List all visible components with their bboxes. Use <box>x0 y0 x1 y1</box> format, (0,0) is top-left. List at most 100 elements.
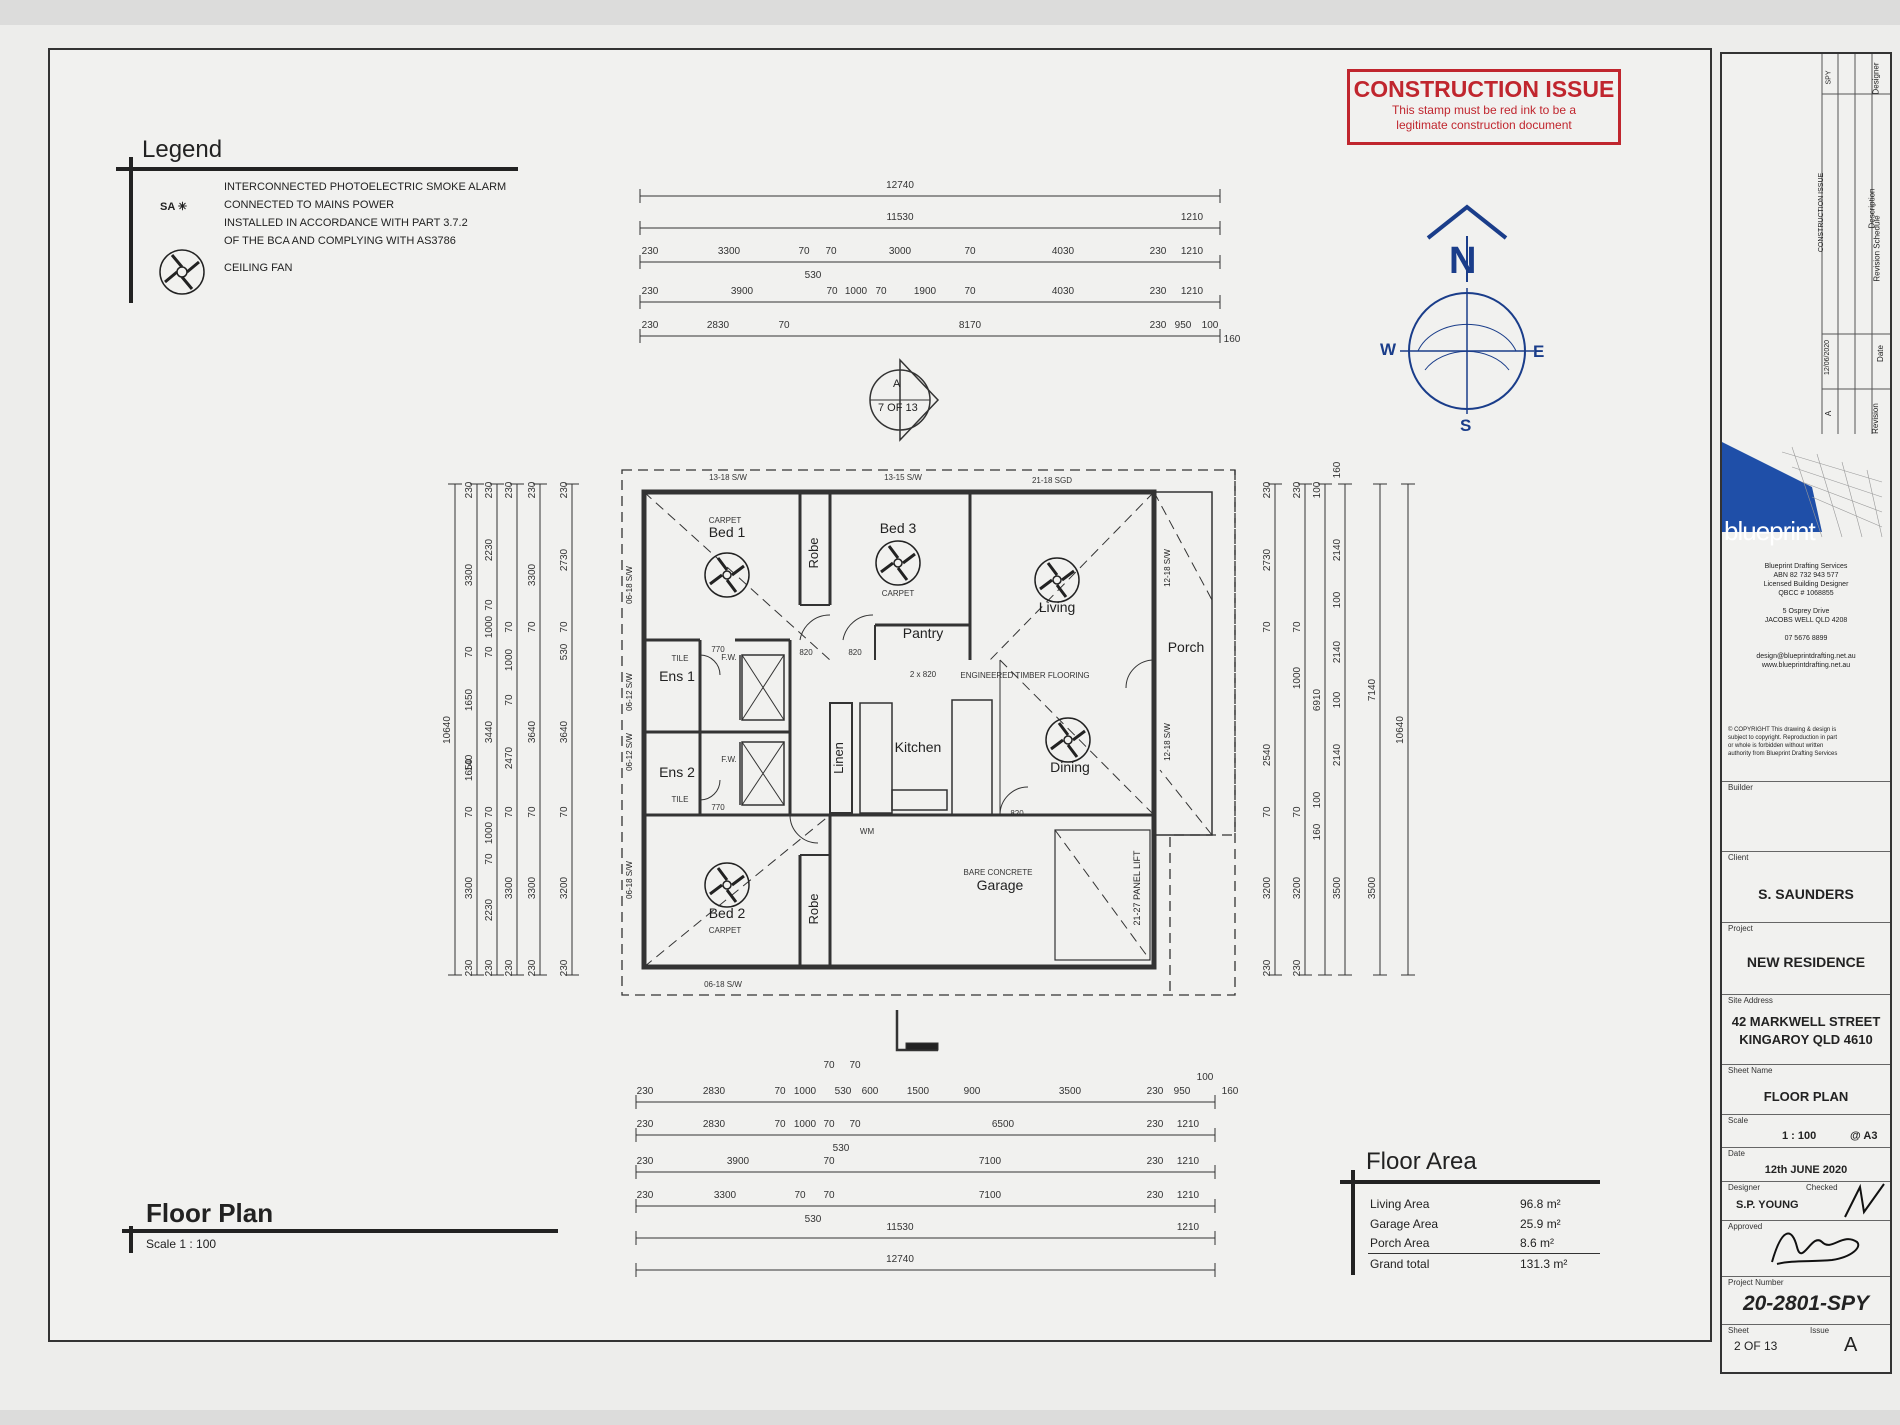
plan-note: Robe <box>806 893 821 924</box>
issue-caption: Issue <box>1810 1326 1830 1335</box>
stamp-title: CONSTRUCTION ISSUE <box>1353 76 1615 102</box>
room-label: Kitchen <box>895 739 942 755</box>
floor-area-label: Grand total <box>1370 1256 1430 1271</box>
company-line: www.blueprintdrafting.net.au <box>1761 662 1851 669</box>
dimension-label: 70 <box>778 320 790 331</box>
dimension-label: 230 <box>637 1119 654 1130</box>
dimension-label: 11530 <box>886 212 914 223</box>
project-row <box>1722 922 1890 923</box>
dimension-label: 950 <box>1174 1086 1191 1097</box>
copyright-line: subject to copyright. Reproduction in pa… <box>1728 735 1838 741</box>
dimension-label: 10640 <box>442 716 453 744</box>
dimension-label: 70 <box>826 286 838 297</box>
room-label: Dining <box>1050 759 1090 775</box>
dimension-label: 70 <box>774 1119 786 1130</box>
dimension-label: 70 <box>559 806 570 818</box>
ceiling-fan-icon <box>159 249 205 295</box>
dimension-label: 100 <box>1312 791 1323 808</box>
brand-name: blueprint <box>1724 516 1816 546</box>
rev-header-date: Date <box>1875 345 1885 362</box>
dimension-label: 3300 <box>718 246 741 257</box>
dimension-label: 4030 <box>1052 246 1075 257</box>
site-address-line1: 42 MARKWELL STREET <box>1731 1014 1881 1029</box>
dimension-label: 230 <box>642 246 659 257</box>
floor-area-label: Garage Area <box>1370 1216 1439 1231</box>
plan-note: 06-12 S/W <box>625 733 634 771</box>
compass-north: N <box>1449 240 1477 282</box>
dimension-label: 3500 <box>1367 876 1378 899</box>
company-line: 5 Osprey Drive <box>1782 608 1830 615</box>
rev-row-designer: SPY <box>1825 70 1833 85</box>
dimension-label: 530 <box>833 1143 850 1154</box>
date-caption: Date <box>1728 1149 1745 1158</box>
rev-row-description: CONSTRUCTION ISSUE <box>1818 172 1826 253</box>
plan-note: 21-27 PANEL LIFT <box>1132 850 1142 926</box>
checked-caption: Checked <box>1806 1183 1838 1192</box>
floor-area-value: 25.9 m² <box>1520 1216 1561 1231</box>
dimension-label: 600 <box>862 1086 879 1097</box>
dimension-label: 2140 <box>1332 538 1343 561</box>
company-line: JACOBS WELL QLD 4208 <box>1764 617 1848 624</box>
blueprint-logo <box>1722 442 1883 538</box>
dimension-label: 230 <box>559 959 570 976</box>
dimension-label: 1000 <box>845 286 868 297</box>
revision-schedule <box>1821 54 1890 434</box>
dimension-label: 70 <box>964 286 976 297</box>
dimension-label: 3300 <box>464 563 475 586</box>
dimension-label: 230 <box>1262 959 1273 976</box>
room-label: Ens 2 <box>659 764 695 780</box>
dimension-label: 2830 <box>703 1086 726 1097</box>
copyright-line: or whole is forbidden without written <box>1728 743 1824 749</box>
section-letter: A <box>893 378 901 390</box>
dimension-label: 70 <box>849 1119 861 1130</box>
plan-note: CARPET <box>882 589 915 598</box>
dimension-label: 70 <box>823 1060 835 1071</box>
room-label: Bed 3 <box>880 520 917 536</box>
dimension-label: 2540 <box>1262 743 1273 766</box>
scale-row <box>1722 1114 1890 1115</box>
dimension-label: 1210 <box>1177 1222 1200 1233</box>
plan-note: F.W. <box>721 755 737 764</box>
dimension-label: 70 <box>484 853 495 865</box>
plan-note: F.W. <box>721 653 737 662</box>
dimension-label: 100 <box>1312 481 1323 498</box>
smoke-alarm-description: INTERCONNECTED PHOTOELECTRIC SMOKE ALARM… <box>224 178 506 250</box>
drawing-frame <box>48 48 1712 1342</box>
ceiling-fan-icon <box>704 552 750 598</box>
plan-note: 770 <box>711 645 725 654</box>
dimension-label: 70 <box>823 1190 835 1201</box>
dimension-label: 70 <box>504 806 515 818</box>
project-name: NEW RESIDENCE <box>1746 954 1866 970</box>
plan-note: 13-15 S/W <box>884 473 922 482</box>
dimension-label: 7100 <box>979 1190 1002 1201</box>
plan-note: 770 <box>711 803 725 812</box>
dimension-label: 230 <box>642 286 659 297</box>
dimension-label: 4030 <box>1052 286 1075 297</box>
dimension-label: 1000 <box>1292 666 1303 689</box>
dimension-label: 70 <box>798 246 810 257</box>
stamp-line: legitimate construction document <box>1396 118 1572 132</box>
dimension-label: 230 <box>1262 481 1273 498</box>
designer-caption: Designer <box>1728 1183 1761 1192</box>
plan-note: Linen <box>831 742 846 774</box>
dimension-label: 3900 <box>731 286 754 297</box>
company-line <box>1722 598 1890 607</box>
floor-area-value: 131.3 m² <box>1520 1256 1568 1271</box>
dimension-label: 3500 <box>1059 1086 1082 1097</box>
dimension-label: 100 <box>1202 320 1219 331</box>
dimension-label: 1500 <box>907 1086 930 1097</box>
room-label: Garage <box>977 877 1024 893</box>
plan-note: CARPET <box>709 926 742 935</box>
dimension-label: 3300 <box>714 1190 737 1201</box>
dimension-label: 230 <box>1150 286 1167 297</box>
floor-area-label: Living Area <box>1370 1197 1430 1211</box>
dimension-label: 100 <box>1332 591 1343 608</box>
room-label: Bed 1 <box>709 524 746 540</box>
plan-note: 06-18 S/W <box>625 861 634 899</box>
builder-caption: Builder <box>1728 783 1753 792</box>
plan-note: ENGINEERED TIMBER FLOORING <box>960 671 1089 680</box>
dimension-label: 70 <box>825 246 837 257</box>
